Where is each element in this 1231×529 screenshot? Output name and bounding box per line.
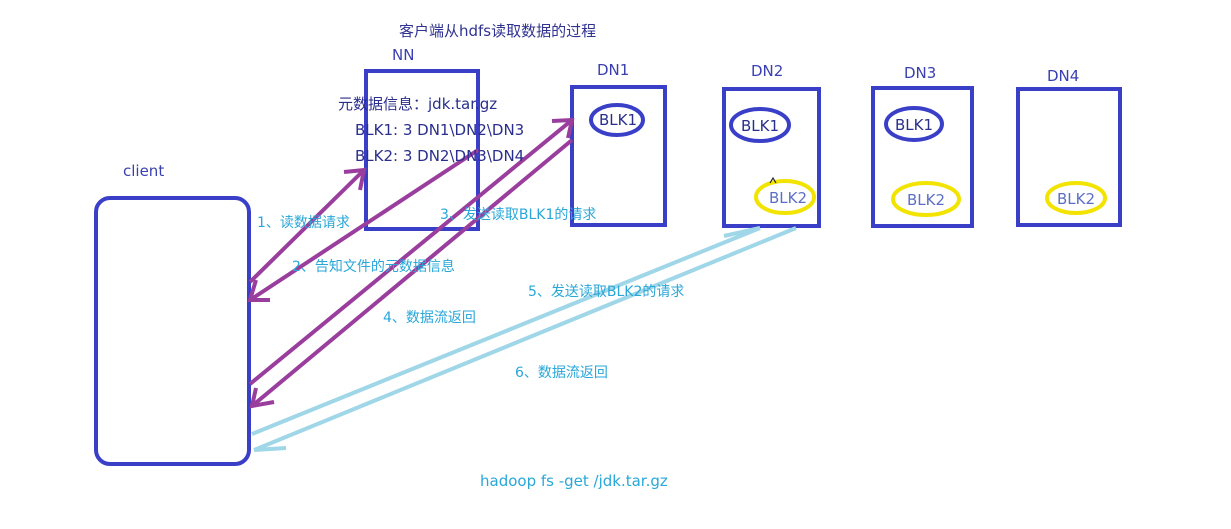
dn4-blk2-ellipse [1045, 181, 1107, 215]
arrow-blk2-stream-head [253, 446, 287, 452]
dn2-blk2-label: BLK2 [769, 189, 807, 207]
arrow-request-blk1-head [551, 117, 575, 139]
dn2-box [722, 87, 821, 228]
arrow-blk1-stream [250, 138, 574, 408]
cursor-mark [769, 176, 777, 184]
client-box [94, 196, 251, 466]
metadata-line-2: BLK1: 3 DN1\DN2\DN3 [355, 121, 524, 139]
namenode-label: NN [392, 46, 414, 64]
dn1-blk1-label: BLK1 [599, 111, 637, 129]
step-6-label: 6、数据流返回 [515, 365, 608, 381]
dn2-label: DN2 [751, 62, 783, 80]
diagram-title: 客户端从hdfs读取数据的过程 [399, 22, 596, 40]
arrow-request-blk2-head [723, 226, 761, 238]
dn3-blk2-ellipse [891, 181, 961, 217]
metadata-line-3: BLK2: 3 DN2\DN3\DN4 [355, 147, 524, 165]
arrow-read-request-head [343, 167, 367, 191]
step-4-label: 4、数据流返回 [383, 310, 476, 326]
dn2-blk1-label: BLK1 [741, 117, 779, 135]
dn3-box [871, 86, 974, 228]
arrow-blk1-stream-head [249, 387, 275, 409]
arrow-metadata-return-head [247, 279, 270, 302]
dn2-blk1-ellipse [729, 107, 791, 143]
arrow-read-request [248, 168, 366, 284]
dn3-label: DN3 [904, 64, 936, 82]
dn4-box [1016, 87, 1122, 227]
dn1-box [570, 85, 667, 227]
arrow-blk2-stream [253, 226, 797, 452]
dn3-blk2-label: BLK2 [907, 191, 945, 209]
arrow-request-blk1 [248, 118, 574, 386]
dn1-label: DN1 [597, 61, 629, 79]
step-1-label: 1、读数据请求 [257, 214, 350, 231]
command-text: hadoop fs -get /jdk.tar.gz [480, 472, 668, 490]
dn4-blk2-label: BLK2 [1057, 190, 1095, 208]
step-2-label: 2、告知文件的元数据信息 [292, 258, 455, 275]
arrow-metadata-return [248, 148, 480, 302]
arrow-request-blk2 [251, 226, 761, 436]
client-label: client [123, 162, 164, 180]
dn3-blk1-label: BLK1 [895, 116, 933, 134]
step-5-label: 5、发送读取BLK2的请求 [528, 283, 684, 300]
metadata-line-1: 元数据信息：jdk.tar.gz [338, 95, 497, 113]
dn3-blk1-ellipse [884, 106, 944, 142]
dn4-label: DN4 [1047, 67, 1079, 85]
dn2-blk2-ellipse [754, 179, 816, 215]
dn1-blk1-ellipse [589, 103, 645, 137]
step-3-label: 3、发送读取BLK1的请求 [440, 206, 596, 223]
